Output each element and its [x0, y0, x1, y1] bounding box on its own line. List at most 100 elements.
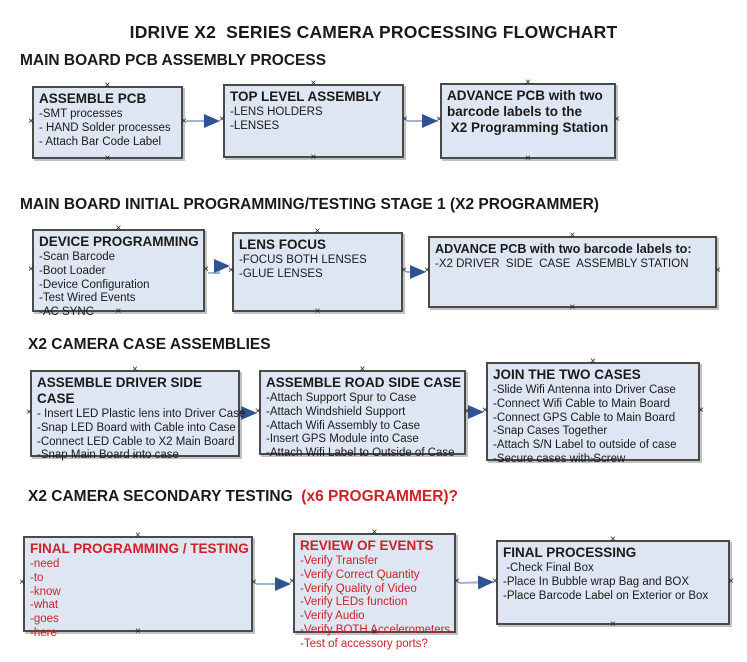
anchor-x-icon: ×	[482, 404, 488, 416]
box-item: -need	[30, 558, 60, 570]
box-item: -Verify Transfer	[300, 555, 378, 567]
box-items: -Attach Support Spur to Case-Attach Wind…	[261, 391, 464, 461]
box-item: -Boot Loader	[39, 264, 106, 277]
box-item: -Scan Barcode	[39, 251, 116, 263]
arrow-r2-1	[208, 259, 230, 274]
box-item: - HAND Solder processes	[39, 121, 171, 134]
anchor-x-icon: ×	[19, 577, 25, 588]
box-item: -Slide Wifi Antenna into Driver Case	[493, 384, 676, 396]
flow-box-final-programming-testing: FINAL PROGRAMMING / TESTING -need-to-kno…	[19, 531, 257, 639]
anchor-x-icon: ×	[402, 114, 408, 125]
box-item: -SMT processes	[39, 108, 123, 120]
flow-box-advance-pcb-programming-station: ADVANCE PCB with two barcode labels to t…	[436, 78, 620, 164]
flow-box-device-programming: DEVICE PROGRAMMING -Scan Barcode-Boot Lo…	[28, 224, 209, 319]
anchor-x-icon: ×	[614, 114, 620, 125]
box-items: -SMT processes- HAND Solder processes- A…	[34, 107, 181, 149]
box-item: -Place In Bubble wrap Bag and BOX	[503, 575, 690, 588]
box-item: -Snap Cases Together	[493, 425, 608, 438]
box-item: -Verify LEDs function	[300, 596, 408, 609]
anchor-x-icon: ×	[569, 302, 576, 313]
box-title: JOIN THE TWO CASES	[493, 367, 641, 382]
heading-main-text: X2 CAMERA SECONDARY TESTING	[28, 488, 302, 505]
box-title: ADVANCE PCB with two barcode labels to t…	[447, 88, 609, 135]
box-items: -FOCUS BOTH LENSES-GLUE LENSES	[234, 253, 401, 282]
anchor-x-icon: ×	[104, 153, 111, 164]
box-item: - Attach Bar Code Label	[39, 135, 162, 148]
box-item: -Check Final Box	[503, 562, 594, 574]
anchor-x-icon: ×	[219, 114, 225, 125]
flow-box-assemble-driver-side-case: ASSEMBLE DRIVER SIDE CASE - Insert LED P…	[26, 365, 245, 462]
box-item: -X2 DRIVER SIDE CASE ASSEMBLY STATION	[435, 258, 689, 270]
box-items: -LENS HOLDERS-LENSES	[225, 105, 402, 134]
arrow-r4-2	[458, 575, 494, 590]
box-item: -Attach Wifi Label to Outside of Case	[266, 447, 455, 460]
box-item: -Insert GPS Module into Case	[266, 433, 419, 446]
box-title: ASSEMBLE DRIVER SIDE CASE	[37, 375, 206, 406]
box-items: -Verify Transfer-Verify Correct Quantity…	[295, 554, 454, 652]
flow-box-final-processing: FINAL PROCESSING -Check Final Box-Place …	[492, 535, 734, 630]
box-item: -Snap LED Board with Cable into Case	[37, 421, 236, 434]
anchor-x-icon: ×	[251, 577, 257, 588]
box-item: -Verify BOTH Accelerometers	[300, 623, 451, 636]
box-item: -what	[30, 599, 59, 612]
box-item: -Attach Wifi Assembly to Case	[266, 419, 421, 432]
flow-box-assemble-pcb: ASSEMBLE PCB -SMT processes- HAND Solder…	[28, 81, 187, 164]
box-item: -Attach Windshield Support	[266, 405, 406, 418]
anchor-x-icon: ×	[454, 576, 460, 587]
box-items: -need-to-know-what-goes-here	[25, 557, 251, 641]
anchor-x-icon: ×	[715, 265, 721, 276]
box-item: -here	[30, 626, 57, 639]
box-item: -GLUE LENSES	[239, 267, 323, 280]
box-item: -Verify Correct Quantity	[300, 568, 420, 581]
box-items: -X2 DRIVER SIDE CASE ASSEMBLY STATION	[430, 257, 715, 272]
box-title: ASSEMBLE PCB	[39, 91, 147, 106]
section-heading-initial-programming: MAIN BOARD INITIAL PROGRAMMING/TESTING S…	[20, 196, 599, 213]
box-item: -Attach S/N Label to outside of case	[493, 439, 677, 452]
anchor-x-icon: ×	[698, 404, 704, 416]
box-item: -Connect GPS Cable to Main Board	[493, 411, 676, 424]
box-title: TOP LEVEL ASSEMBLY	[230, 89, 382, 104]
box-item: -Attach Support Spur to Case	[266, 392, 417, 404]
box-items: -Scan Barcode-Boot Loader-Device Configu…	[34, 250, 203, 320]
anchor-x-icon: ×	[289, 576, 295, 587]
flow-box-join-the-two-cases: JOIN THE TWO CASES -Slide Wifi Antenna i…	[482, 357, 704, 466]
box-item: -Device Configuration	[39, 278, 150, 291]
flow-box-review-of-events: REVIEW OF EVENTS -Verify Transfer-Verify…	[289, 528, 460, 650]
anchor-x-icon: ×	[310, 152, 317, 163]
box-title: DEVICE PROGRAMMING	[39, 234, 199, 249]
anchor-x-icon: ×	[492, 575, 498, 587]
box-item: -FOCUS BOTH LENSES	[239, 254, 367, 266]
box-item: -AC SYNC	[39, 306, 94, 319]
box-item: -Test of accessory ports?	[300, 637, 428, 650]
flow-box-top-level-assembly: TOP LEVEL ASSEMBLY -LENS HOLDERS-LENSES …	[219, 79, 408, 163]
section-heading-secondary-testing: X2 CAMERA SECONDARY TESTING (x6 PROGRAMM…	[28, 488, 458, 506]
box-item: -Secure cases with Screw	[493, 452, 626, 465]
anchor-x-icon: ×	[424, 265, 430, 276]
anchor-x-icon: ×	[26, 406, 32, 418]
box-title: ADVANCE PCB with two barcode labels to:	[435, 242, 692, 256]
box-items	[442, 136, 614, 137]
box-title: FINAL PROCESSING	[503, 545, 637, 560]
box-items: - Insert LED Plastic lens into Driver Ca…	[32, 407, 245, 463]
heading-red-suffix: (x6 PROGRAMMER)?	[301, 488, 459, 505]
anchor-x-icon: ×	[28, 115, 34, 127]
box-title: LENS FOCUS	[239, 237, 327, 252]
anchor-x-icon: ×	[728, 575, 734, 587]
box-item: -Connect LED Cable to X2 Main Board	[37, 435, 235, 448]
flow-box-assemble-road-side-case: ASSEMBLE ROAD SIDE CASE -Attach Support …	[255, 365, 470, 460]
anchor-x-icon: ×	[203, 263, 209, 275]
box-items: -Check Final Box-Place In Bubble wrap Ba…	[498, 561, 728, 603]
anchor-x-icon: ×	[28, 263, 34, 275]
box-title: FINAL PROGRAMMING / TESTING	[30, 541, 249, 556]
box-item: -know	[30, 585, 61, 598]
page-title: IDRIVE X2 SERIES CAMERA PROCESSING FLOWC…	[129, 22, 618, 42]
box-item: -Snap Main Board into case	[37, 449, 179, 462]
box-title: REVIEW OF EVENTS	[300, 538, 434, 553]
box-item: -LENS HOLDERS	[230, 106, 323, 118]
box-title: ASSEMBLE ROAD SIDE CASE	[266, 375, 462, 390]
anchor-x-icon: ×	[525, 153, 531, 164]
anchor-x-icon: ×	[401, 265, 407, 276]
section-heading-case-assemblies: X2 CAMERA CASE ASSEMBLIES	[28, 336, 271, 353]
anchor-x-icon: ×	[436, 114, 442, 125]
